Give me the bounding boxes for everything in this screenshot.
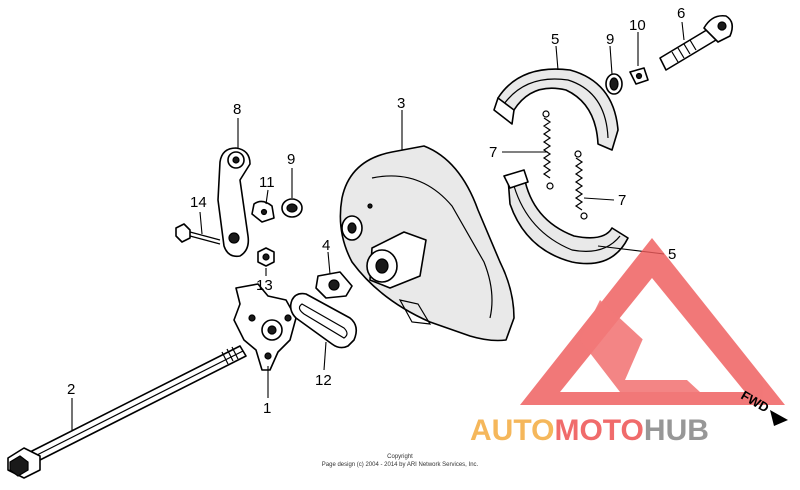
copyright-line-2: Page design (c) 2004 - 2014 by ARI Netwo… xyxy=(322,462,479,468)
brake-arm-part xyxy=(217,147,251,258)
copyright-footer: Copyright Page design (c) 2004 - 2014 by… xyxy=(322,454,479,468)
callout-8: 8 xyxy=(233,101,241,118)
callout-9-left: 9 xyxy=(287,151,295,168)
callout-3: 3 xyxy=(397,95,405,112)
watermark-logo-icon xyxy=(520,238,785,405)
callout-1: 1 xyxy=(263,400,271,417)
callout-12: 12 xyxy=(315,372,332,389)
callout-9-right: 9 xyxy=(606,31,614,48)
callout-11: 11 xyxy=(259,174,275,191)
leader-lines xyxy=(71,21,685,430)
gasket-part xyxy=(289,292,358,349)
spring-lower-part xyxy=(574,150,588,220)
callout-5-upper: 5 xyxy=(551,31,559,48)
watermark-wordmark: AUTOMOTOHUB xyxy=(470,414,709,447)
oil-seal-left-part xyxy=(281,198,303,218)
arm-bolt-part xyxy=(175,223,221,245)
washer-part xyxy=(629,67,649,85)
callout-5-lower: 5 xyxy=(668,246,676,263)
watermark-text-moto: MOTO xyxy=(554,414,643,447)
brake-panel-part xyxy=(339,145,515,342)
callout-7-lower: 7 xyxy=(618,192,626,209)
axle-bolt-part xyxy=(7,345,247,479)
dust-seal-part xyxy=(315,271,353,299)
callout-14: 14 xyxy=(190,194,207,211)
indicator-plate-part xyxy=(251,200,275,223)
stopper-plate-part xyxy=(233,283,297,371)
callout-10: 10 xyxy=(629,17,646,34)
oil-seal-right-part xyxy=(605,73,623,95)
brake-shoe-lower-part xyxy=(503,169,629,265)
watermark-text-hub: HUB xyxy=(644,414,709,447)
brake-shoe-upper-part xyxy=(493,68,619,151)
callout-labels: 1 2 3 4 5 5 6 7 7 8 9 9 10 11 12 13 14 xyxy=(67,5,685,417)
callout-7-upper: 7 xyxy=(489,144,497,161)
callout-4: 4 xyxy=(322,237,330,254)
callout-2: 2 xyxy=(67,381,75,398)
watermark-text-auto: AUTO xyxy=(470,414,554,447)
copyright-line-1: Copyright xyxy=(387,454,413,460)
callout-13: 13 xyxy=(256,277,273,294)
callout-6: 6 xyxy=(677,5,685,22)
svg-text:AUTOMOTOHUB: AUTOMOTOHUB xyxy=(470,414,709,447)
nut-part xyxy=(257,247,275,267)
forward-arrow-icon xyxy=(770,410,788,426)
brake-cam-part xyxy=(659,14,734,71)
spring-upper-part xyxy=(542,110,554,190)
